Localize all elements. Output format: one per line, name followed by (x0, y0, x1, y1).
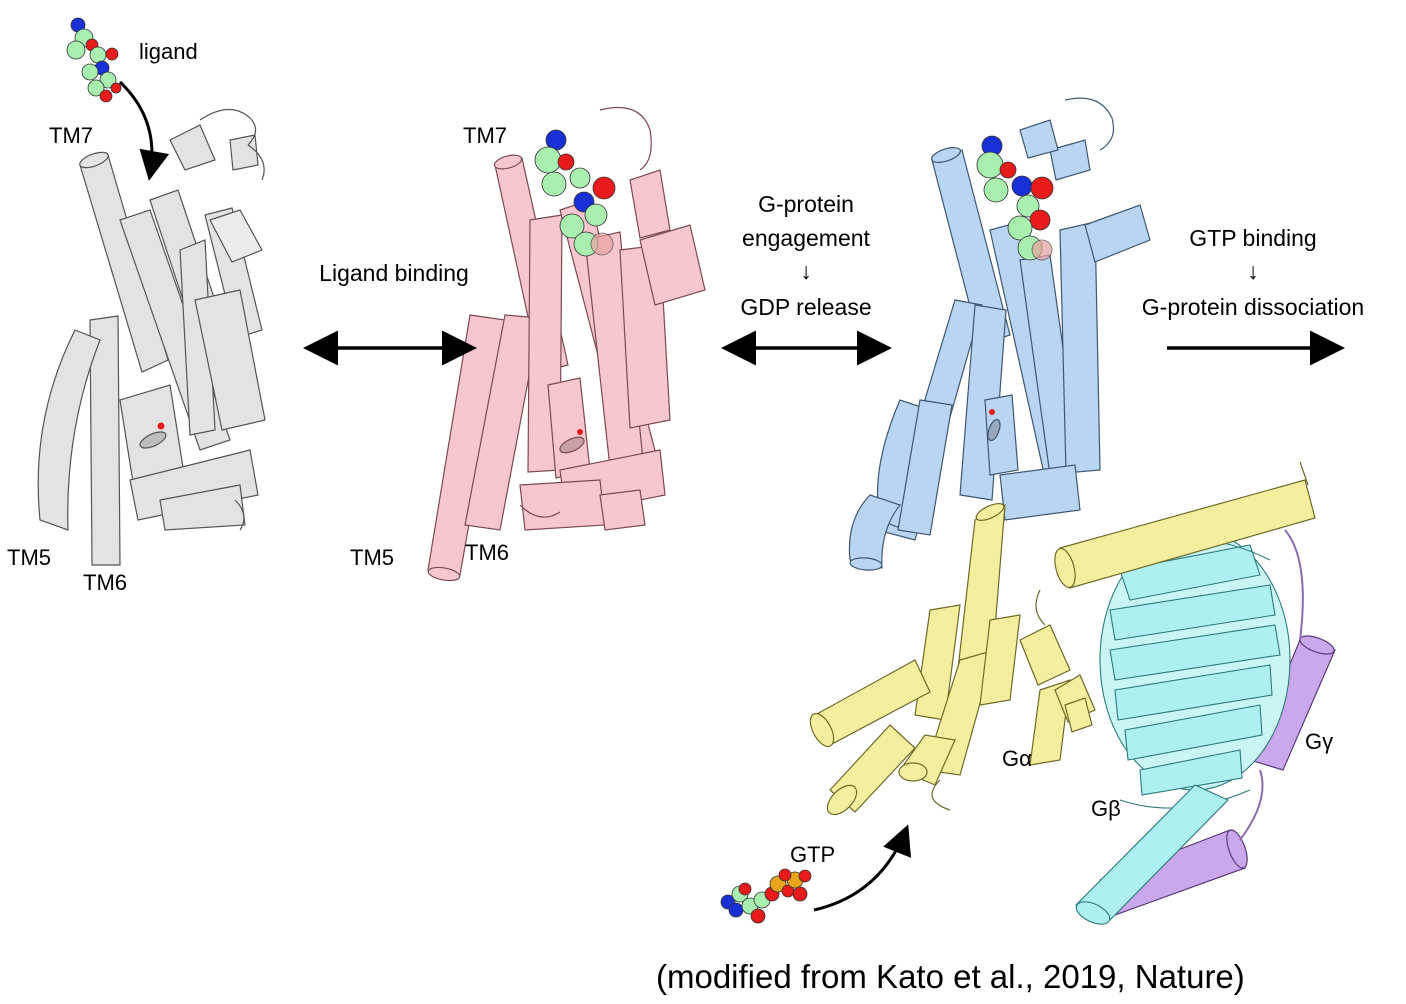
gdp-release-label: GDP release (740, 294, 871, 320)
g-beta-label: Gβ (1091, 796, 1121, 821)
ligand-binding-label: Ligand binding (319, 260, 469, 286)
g-beta-subunit (1075, 529, 1291, 925)
active-receptor (848, 97, 1151, 571)
inactive-receptor (37, 108, 266, 566)
g-gamma-label: Gγ (1305, 729, 1333, 754)
ligand-label: ligand (139, 39, 198, 64)
g-protein-dissociation-label: G-protein dissociation (1142, 294, 1364, 320)
g-protein-label: G-protein (758, 191, 854, 217)
gtp-label: GTP (790, 842, 835, 867)
retinal-molecule-active (987, 418, 1001, 442)
retinal-molecule-intermediate (559, 436, 585, 454)
tm6-label-intermediate: TM6 (465, 540, 509, 565)
tm5-helix-active (848, 494, 902, 569)
g-alpha-subunit (809, 461, 1316, 816)
ligand-arrow (118, 80, 170, 181)
retinal-molecule-inactive (139, 431, 167, 449)
gtp-binding-label: GTP binding (1189, 225, 1316, 251)
intermediate-receptor (427, 106, 706, 582)
bound-ligand-intermediate (534, 129, 616, 257)
engagement-label: engagement (742, 225, 870, 251)
citation-caption: (modified from Kato et al., 2019, Nature… (656, 958, 1245, 995)
tm7-label-inactive: TM7 (49, 123, 93, 148)
engagement-down-arrow: ↓ (800, 258, 812, 284)
tm6-helix-inactive (89, 315, 121, 566)
gtp-binding-down-arrow: ↓ (1247, 258, 1259, 284)
tm6-label-inactive: TM6 (83, 570, 127, 595)
ligand-molecule (66, 17, 122, 103)
tm6-helix-intermediate (464, 314, 541, 531)
g-alpha-label: Gα (1002, 746, 1032, 771)
gtp-molecule (720, 868, 812, 924)
tm7-label-intermediate: TM7 (463, 123, 507, 148)
gtp-arrow (813, 824, 912, 912)
tm5-label-inactive: TM5 (7, 545, 51, 570)
tm5-helix-inactive (37, 329, 101, 531)
tm5-label-intermediate: TM5 (350, 545, 394, 570)
bound-ligand-active (976, 135, 1054, 261)
